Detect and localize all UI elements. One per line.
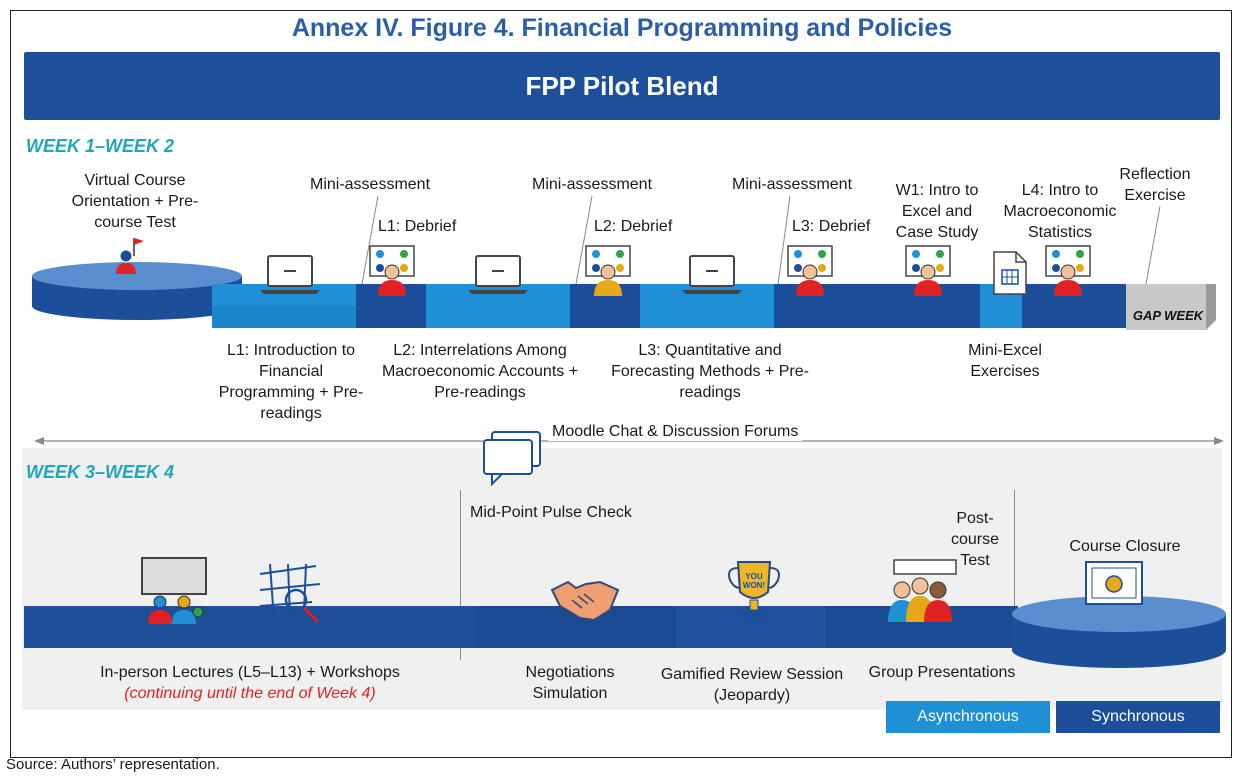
week-1-2-label: WEEK 1–WEEK 2 xyxy=(26,136,175,156)
l1-label: L1: Introduction to Financial Programmin… xyxy=(218,342,364,422)
laptop-icon xyxy=(258,254,322,301)
flag-person-icon xyxy=(112,236,152,281)
figure-title: Annex IV. Figure 4. Financial Programmin… xyxy=(291,14,953,42)
week-3-4-label: WEEK 3–WEEK 4 xyxy=(26,462,175,482)
handshake-icon xyxy=(550,570,620,629)
midpoint-label: Mid-Point Pulse Check xyxy=(470,504,632,521)
l4-intro-statistics-label: L4: Intro to Macroeconomic Statistics xyxy=(1003,182,1117,241)
trophy-label: YOU WON! xyxy=(742,572,766,590)
moodle-label: Moodle Chat & Discussion Forums xyxy=(548,423,803,441)
l1-async-segment xyxy=(212,306,358,328)
w1-intro-excel-label: W1: Intro to Excel and Case Study xyxy=(895,182,979,241)
mini-assessment-2-label: Mini-assessment xyxy=(531,176,653,193)
l3-label: L3: Quantitative and Forecasting Methods… xyxy=(611,342,809,401)
l3-debrief-label: L3: Debrief xyxy=(792,218,871,235)
banner-title: FPP Pilot Blend xyxy=(24,52,1220,120)
course-closure-label: Course Closure xyxy=(1069,538,1181,555)
gap-week-label: GAP WEEK xyxy=(1132,308,1204,323)
video-meeting-icon xyxy=(584,244,632,301)
reflection-exercise-label: Reflection Exercise xyxy=(1119,166,1191,204)
lecture-presentation-icon xyxy=(134,556,214,631)
mini-excel-label: Mini-Excel Exercises xyxy=(968,342,1042,380)
chat-bubbles-icon xyxy=(478,428,548,491)
in-person-label: In-person Lectures (L5–L13) + Workshops xyxy=(100,664,400,681)
gap-week-block xyxy=(1126,284,1216,335)
source-note: Source: Authors’ representation. xyxy=(6,756,220,773)
moodle-double-arrow xyxy=(34,434,1224,453)
certificate-icon xyxy=(1082,560,1146,619)
continuing-note: (continuing until the end of Week 4) xyxy=(124,685,376,702)
negotiations-label: Negotiations Simulation xyxy=(525,664,615,702)
l2-debrief-label: L2: Debrief xyxy=(594,218,673,235)
closure-disk-icon xyxy=(1012,596,1226,681)
l2-label: L2: Interrelations Among Macroeconomic A… xyxy=(381,342,579,401)
group-presentation-icon xyxy=(880,558,960,627)
week-3-4-area xyxy=(22,448,1222,710)
post-course-test-label: Post-course Test xyxy=(950,510,1000,569)
laptop-icon xyxy=(680,254,744,301)
trophy-icon xyxy=(724,560,784,629)
figure-frame xyxy=(10,10,1232,758)
workshop-map-search-icon xyxy=(256,560,326,631)
in-person-segment xyxy=(24,606,476,648)
video-meeting-icon xyxy=(368,244,416,301)
laptop-icon xyxy=(466,254,530,301)
legend-synchronous: Synchronous xyxy=(1056,701,1220,733)
group-presentations-label: Group Presentations xyxy=(868,664,1016,681)
video-meeting-icon xyxy=(904,244,952,301)
spreadsheet-document-icon xyxy=(992,250,1028,301)
orientation-label: Virtual Course Orientation + Pre-course … xyxy=(71,172,199,231)
gamified-label: Gamified Review Session (Jeopardy) xyxy=(660,666,844,704)
mini-assessment-1-label: Mini-assessment xyxy=(309,176,431,193)
leader-lines xyxy=(0,0,1244,345)
l1-debrief-label: L1: Debrief xyxy=(378,218,457,235)
video-meeting-icon xyxy=(1044,244,1092,301)
mini-assessment-3-label: Mini-assessment xyxy=(731,176,853,193)
video-meeting-icon xyxy=(786,244,834,301)
orientation-disk-icon xyxy=(32,262,242,337)
legend-asynchronous: Asynchronous xyxy=(886,701,1050,733)
